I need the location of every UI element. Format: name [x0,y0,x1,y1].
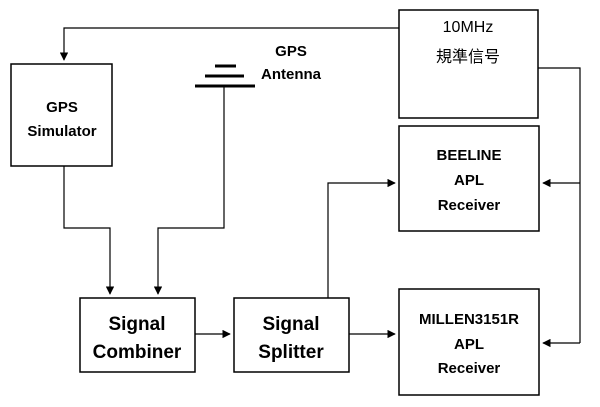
gps-simulator-label-1: GPS [46,99,78,116]
reference-box [398,9,539,119]
beeline-label-1: BEELINE [436,147,501,164]
millen-label-3: Receiver [438,360,501,377]
signal-combiner-label-2: Combiner [93,342,182,363]
gps-simulator-label-2: Simulator [27,123,96,140]
beeline-receiver-box [398,125,540,232]
antenna-to-combiner-arrow [153,86,225,295]
beeline-label-2: APL [454,172,484,189]
beeline-label-3: Receiver [438,197,501,214]
signal-combiner-box [79,297,196,373]
millen-receiver-box [398,288,540,396]
reference-label-2: 規準信号 [436,48,500,66]
antenna-icon [195,64,255,88]
gps-simulator-box [10,63,113,167]
signal-combiner-label-1: Signal [108,314,165,335]
reference-label-1: 10MHz [443,19,494,36]
ref-to-simulator-arrow [59,27,399,61]
signal-splitter-box [233,297,350,373]
ref-bus-line [538,67,581,343]
gps-antenna-label-1: GPS [275,43,307,60]
splitter-to-beeline-arrow [327,178,396,298]
millen-label-2: APL [454,336,484,353]
signal-splitter-label-1: Signal [262,314,319,335]
millen-label-1: MILLEN3151R [419,311,519,328]
simulator-to-combiner-arrow [63,166,115,295]
signal-splitter-label-2: Splitter [258,342,324,363]
gps-antenna-label-2: Antenna [261,66,322,83]
